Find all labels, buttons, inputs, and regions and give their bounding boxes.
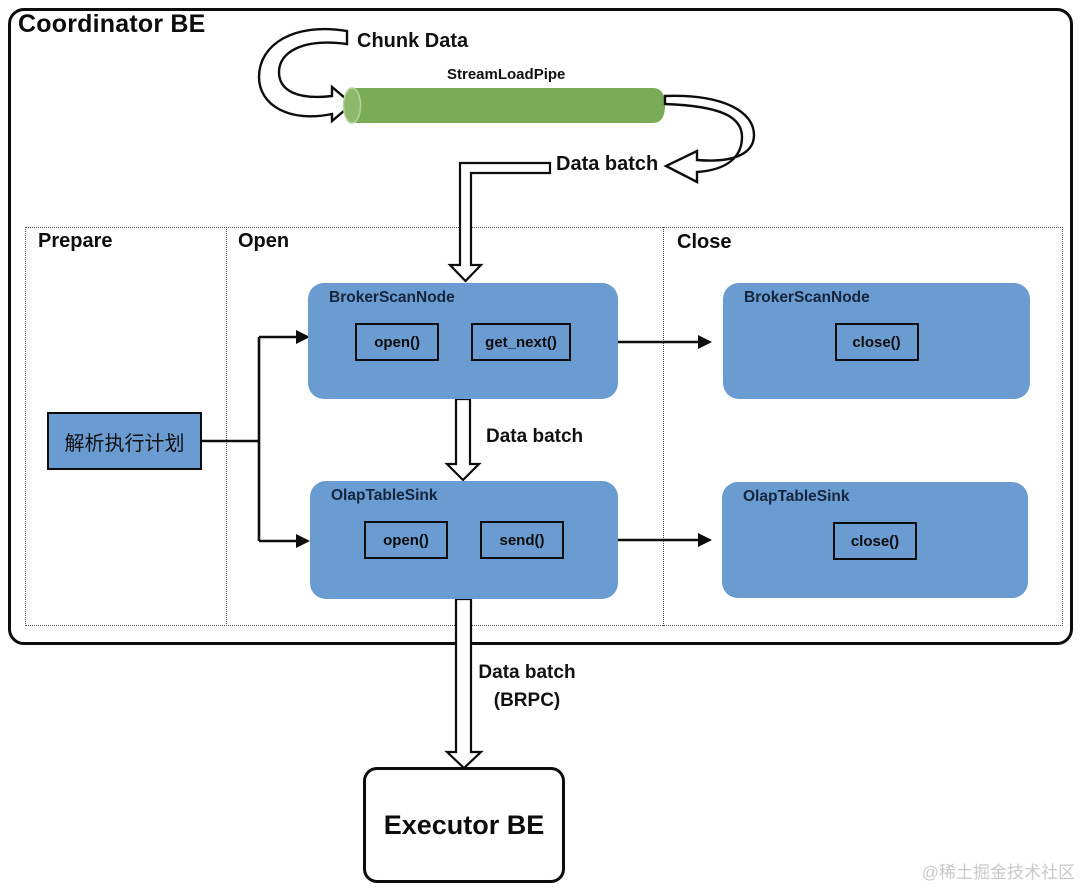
node-broker-scan-close: BrokerScanNode close() (723, 283, 1030, 399)
data-batch-mid-label: Data batch (486, 426, 584, 447)
node-title: OlapTableSink (331, 487, 438, 504)
section-label-close: Close (677, 231, 732, 253)
parse-plan-box: 解析执行计划 (47, 412, 202, 470)
executor-be-box: Executor BE (363, 767, 565, 883)
data-batch-brpc-line2: (BRPC) (493, 689, 561, 711)
node-broker-scan-open: BrokerScanNode open() get_next() (308, 283, 618, 399)
method-close-button: close() (833, 522, 917, 560)
open-close-divider (663, 227, 664, 626)
section-label-open: Open (238, 230, 290, 252)
method-open-button: open() (355, 323, 440, 361)
node-title: BrokerScanNode (329, 289, 455, 306)
executor-be-title: Executor BE (383, 809, 545, 840)
section-label-prepare: Prepare (38, 230, 113, 252)
data-batch-brpc-line1: Data batch (478, 662, 576, 683)
node-title: OlapTableSink (743, 488, 850, 505)
coordinator-be-frame (8, 8, 1073, 645)
stream-load-pipe-label: StreamLoadPipe (447, 66, 566, 83)
node-title: BrokerScanNode (744, 289, 870, 306)
coordinator-be-title: Coordinator BE (18, 10, 206, 38)
method-get-next-button: get_next() (471, 323, 571, 361)
node-olap-table-sink-open: OlapTableSink open() send() (310, 481, 618, 599)
data-batch-top-label: Data batch (556, 153, 659, 175)
watermark-text: @稀土掘金技术社区 (921, 863, 1075, 882)
prepare-open-divider (226, 227, 227, 626)
parse-plan-label: 解析执行计划 (64, 432, 185, 455)
node-olap-table-sink-close: OlapTableSink close() (722, 482, 1028, 598)
method-close-button: close() (834, 323, 919, 361)
chunk-data-label: Chunk Data (357, 30, 469, 52)
data-batch-brpc-label: Data batch (BRPC) (462, 659, 592, 714)
method-open-button: open() (364, 521, 448, 559)
method-send-button: send() (480, 521, 564, 559)
